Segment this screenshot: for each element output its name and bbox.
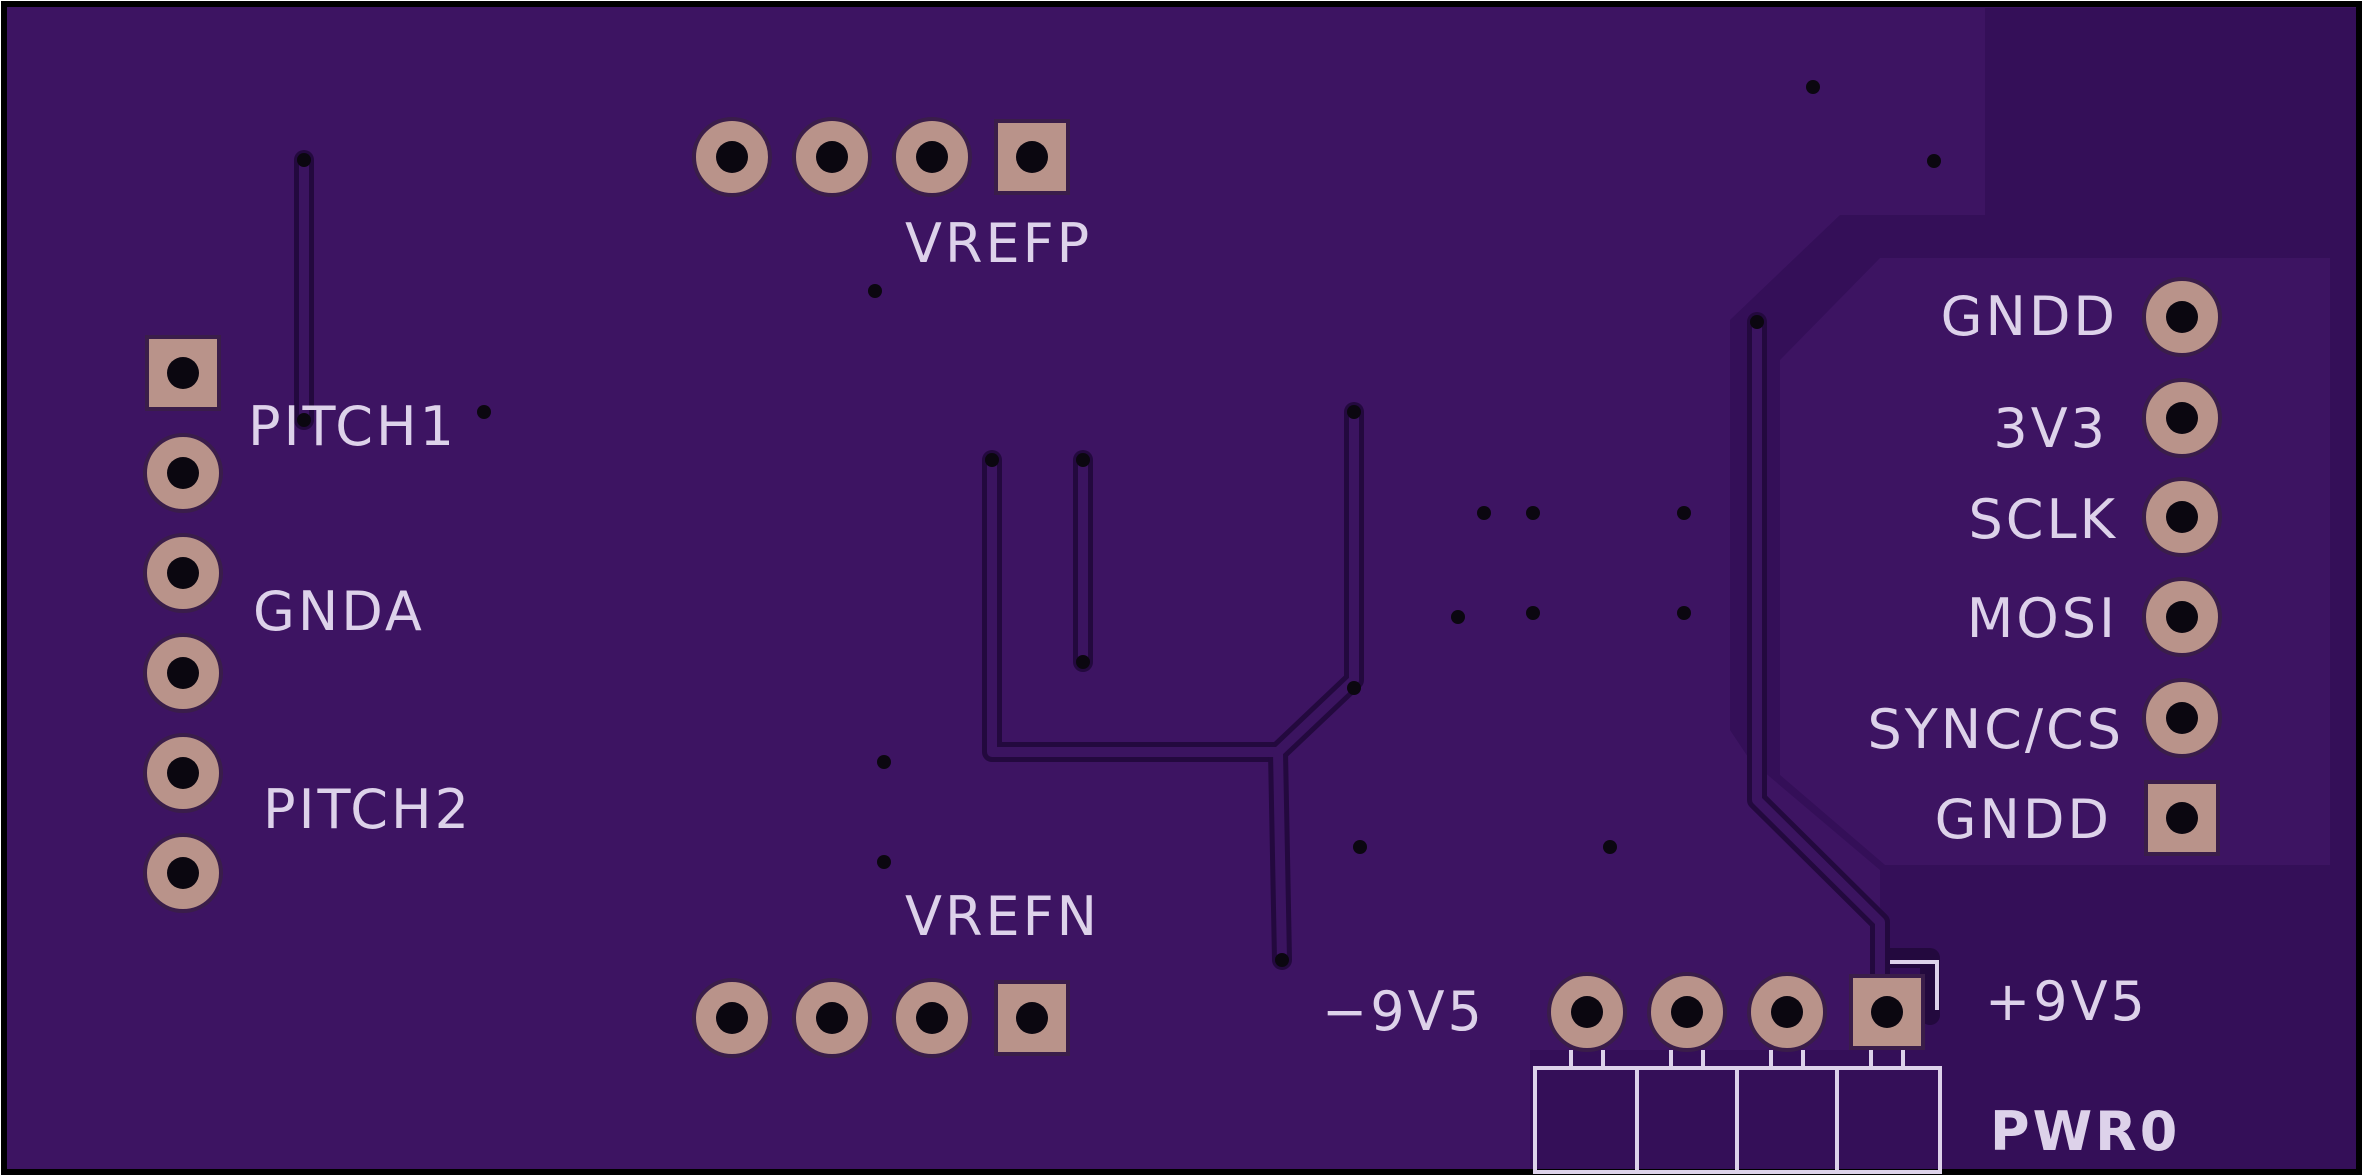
power-header <box>1547 972 1925 1052</box>
drill-hole <box>2166 301 2198 333</box>
via <box>1347 681 1361 695</box>
via <box>877 855 891 869</box>
via <box>1275 953 1289 967</box>
drill-hole <box>167 657 199 689</box>
drill-hole <box>167 757 199 789</box>
pwr0-silkscreen-outline <box>1533 960 1942 1174</box>
drill-hole <box>167 457 199 489</box>
drill-hole <box>2166 402 2198 434</box>
label-pitch2: PITCH2 <box>263 778 472 841</box>
connector-island <box>1780 258 2330 865</box>
drill-hole <box>2166 501 2198 533</box>
label-3v3: 3V3 <box>1993 397 2108 460</box>
via <box>297 413 311 427</box>
pitch-header <box>143 335 223 913</box>
drill-hole <box>2166 802 2198 834</box>
drill-hole <box>1016 1002 1048 1034</box>
label-sync-cs: SYNC/CS <box>1867 698 2124 761</box>
via <box>1451 610 1465 624</box>
label-gndd-top: GNDD <box>1941 285 2118 348</box>
drill-hole <box>916 1002 948 1034</box>
label-plus-9v5: +9V5 <box>1985 970 2148 1033</box>
label-pitch1: PITCH1 <box>248 395 457 458</box>
label-vrefn: VREFN <box>905 885 1100 948</box>
via <box>1603 840 1617 854</box>
via <box>1750 315 1764 329</box>
via <box>1677 506 1691 520</box>
via <box>477 405 491 419</box>
drill-hole <box>816 1002 848 1034</box>
via <box>1477 506 1491 520</box>
via <box>297 153 311 167</box>
via <box>868 284 882 298</box>
label-pwr0: PWR0 <box>1990 1100 2180 1163</box>
via <box>985 453 999 467</box>
vrefp-header <box>692 117 1070 197</box>
drill-hole <box>2166 702 2198 734</box>
label-vrefp: VREFP <box>905 212 1092 275</box>
traces <box>294 150 1940 1025</box>
via <box>1806 80 1820 94</box>
drill-hole <box>1871 996 1903 1028</box>
drill-hole <box>167 357 199 389</box>
drill-hole <box>2166 601 2198 633</box>
via <box>1347 405 1361 419</box>
via <box>1927 154 1941 168</box>
label-gnda: GNDA <box>253 580 425 643</box>
pads <box>143 117 2222 1058</box>
drill-hole <box>716 1002 748 1034</box>
via <box>1526 606 1540 620</box>
via <box>1526 506 1540 520</box>
drill-hole <box>916 141 948 173</box>
label-mosi: MOSI <box>1967 587 2118 650</box>
drill-hole <box>1771 996 1803 1028</box>
drill-hole <box>167 857 199 889</box>
label-gndd-bottom: GNDD <box>1935 788 2112 851</box>
square-pad <box>994 980 1070 1056</box>
via <box>877 755 891 769</box>
vias <box>297 80 1941 967</box>
drill-hole <box>716 141 748 173</box>
drill-hole <box>1671 996 1703 1028</box>
drill-hole <box>816 141 848 173</box>
drill-hole <box>1571 996 1603 1028</box>
vrefn-header <box>692 978 1070 1058</box>
label-sclk: SCLK <box>1969 488 2118 551</box>
spi-header <box>2142 277 2222 856</box>
silkscreen-labels: VREFP VREFN PITCH1 GNDA PITCH2 GNDD 3V3 … <box>248 212 2180 1163</box>
via <box>1677 606 1691 620</box>
drill-hole <box>167 557 199 589</box>
drill-hole <box>1016 141 1048 173</box>
via <box>1076 655 1090 669</box>
label-minus-9v5: −9V5 <box>1322 980 1485 1043</box>
via <box>1353 840 1367 854</box>
via <box>1076 453 1090 467</box>
